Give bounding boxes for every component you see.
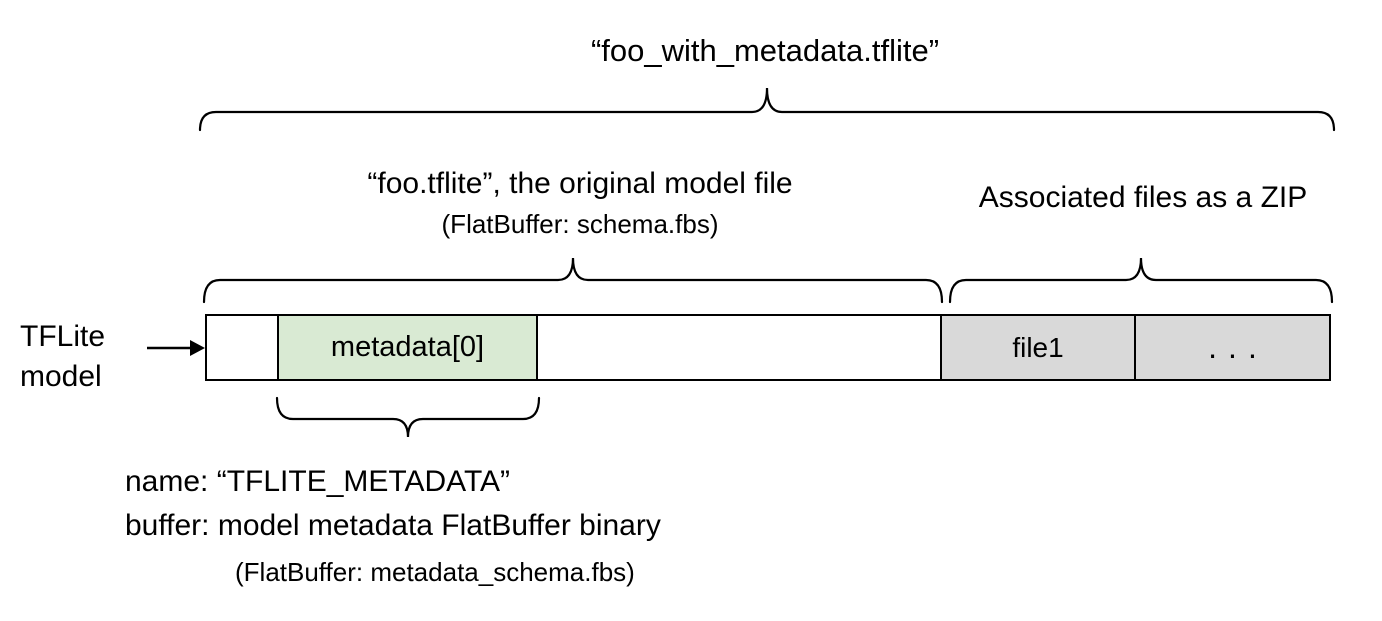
metadata-note: name: “TFLITE_METADATA” buffer: model me… bbox=[125, 464, 661, 590]
bar-segment-more-files: ... bbox=[1134, 316, 1329, 379]
metadata-note-name: name: “TFLITE_METADATA” bbox=[125, 465, 511, 498]
bar-segment-file1: file1 bbox=[940, 316, 1134, 379]
zip-section-brace bbox=[948, 257, 1334, 304]
tflite-model-label-line2: model bbox=[20, 360, 102, 393]
zip-section-label: Associated files as a ZIP bbox=[978, 181, 1308, 214]
bar-segment-leading bbox=[207, 316, 277, 379]
tflite-model-label: TFLite model bbox=[20, 317, 105, 397]
bar-segment-metadata: metadata[0] bbox=[277, 316, 538, 379]
metadata-brace bbox=[275, 396, 541, 438]
model-section-sublabel: (FlatBuffer: schema.fbs) bbox=[441, 209, 719, 239]
metadata-note-schema: (FlatBuffer: metadata_schema.fbs) bbox=[235, 557, 635, 587]
pointer-arrow bbox=[147, 340, 205, 356]
top-brace bbox=[198, 87, 1336, 132]
model-section-brace bbox=[202, 257, 944, 304]
diagram-title: “foo_with_metadata.tflite” bbox=[590, 33, 940, 68]
model-section-label: “foo.tflite”, the original model file bbox=[367, 167, 793, 200]
bar-segment-model-body bbox=[538, 316, 940, 379]
model-file-bar: metadata[0] file1 ... bbox=[205, 314, 1331, 381]
metadata-note-buffer: buffer: model metadata FlatBuffer binary bbox=[125, 509, 661, 542]
tflite-model-label-line1: TFLite bbox=[20, 320, 106, 353]
